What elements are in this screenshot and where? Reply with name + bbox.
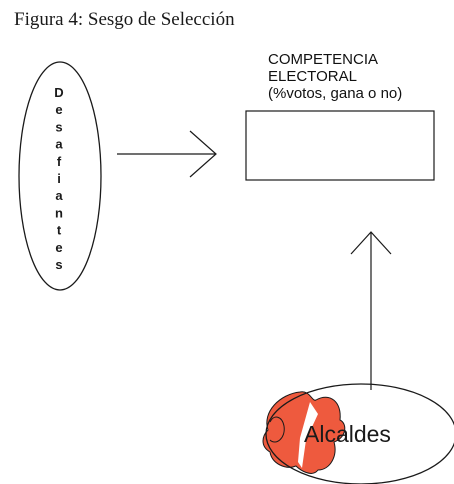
challengers-letter: D bbox=[54, 85, 63, 100]
challengers-letter: f bbox=[57, 154, 62, 169]
challengers-letter: e bbox=[55, 102, 62, 117]
challengers-node bbox=[18, 61, 102, 291]
challengers-letter: n bbox=[55, 205, 63, 220]
challengers-letter: e bbox=[55, 240, 62, 255]
challengers-letter: s bbox=[55, 119, 62, 134]
mayors-label: Alcaldes bbox=[304, 421, 391, 447]
challengers-letter: a bbox=[55, 137, 63, 152]
mayors-arrow bbox=[350, 231, 392, 390]
outcome-box bbox=[245, 110, 435, 181]
outcome-label-line-3: (%votos, gana o no) bbox=[268, 85, 403, 102]
challengers-letter: i bbox=[57, 171, 61, 186]
mayors-node: Alcaldes bbox=[262, 383, 454, 484]
mayors-blob-highlight bbox=[298, 402, 318, 468]
mayors-ellipse bbox=[265, 383, 454, 484]
challengers-arrow bbox=[117, 130, 217, 178]
challengers-letter: s bbox=[55, 257, 62, 272]
outcome-label-line-1: COMPETENCIA bbox=[268, 51, 379, 68]
outcome-label: COMPETENCIA ELECTORAL (%votos, gana o no… bbox=[268, 51, 402, 102]
challengers-letter: t bbox=[57, 223, 62, 238]
figure-title: Figura 4: Sesgo de Selección bbox=[14, 9, 235, 30]
outcome-label-line-2: ELECTORAL bbox=[268, 68, 357, 85]
challengers-letter: a bbox=[55, 188, 63, 203]
mayors-blob-curl bbox=[269, 416, 285, 443]
